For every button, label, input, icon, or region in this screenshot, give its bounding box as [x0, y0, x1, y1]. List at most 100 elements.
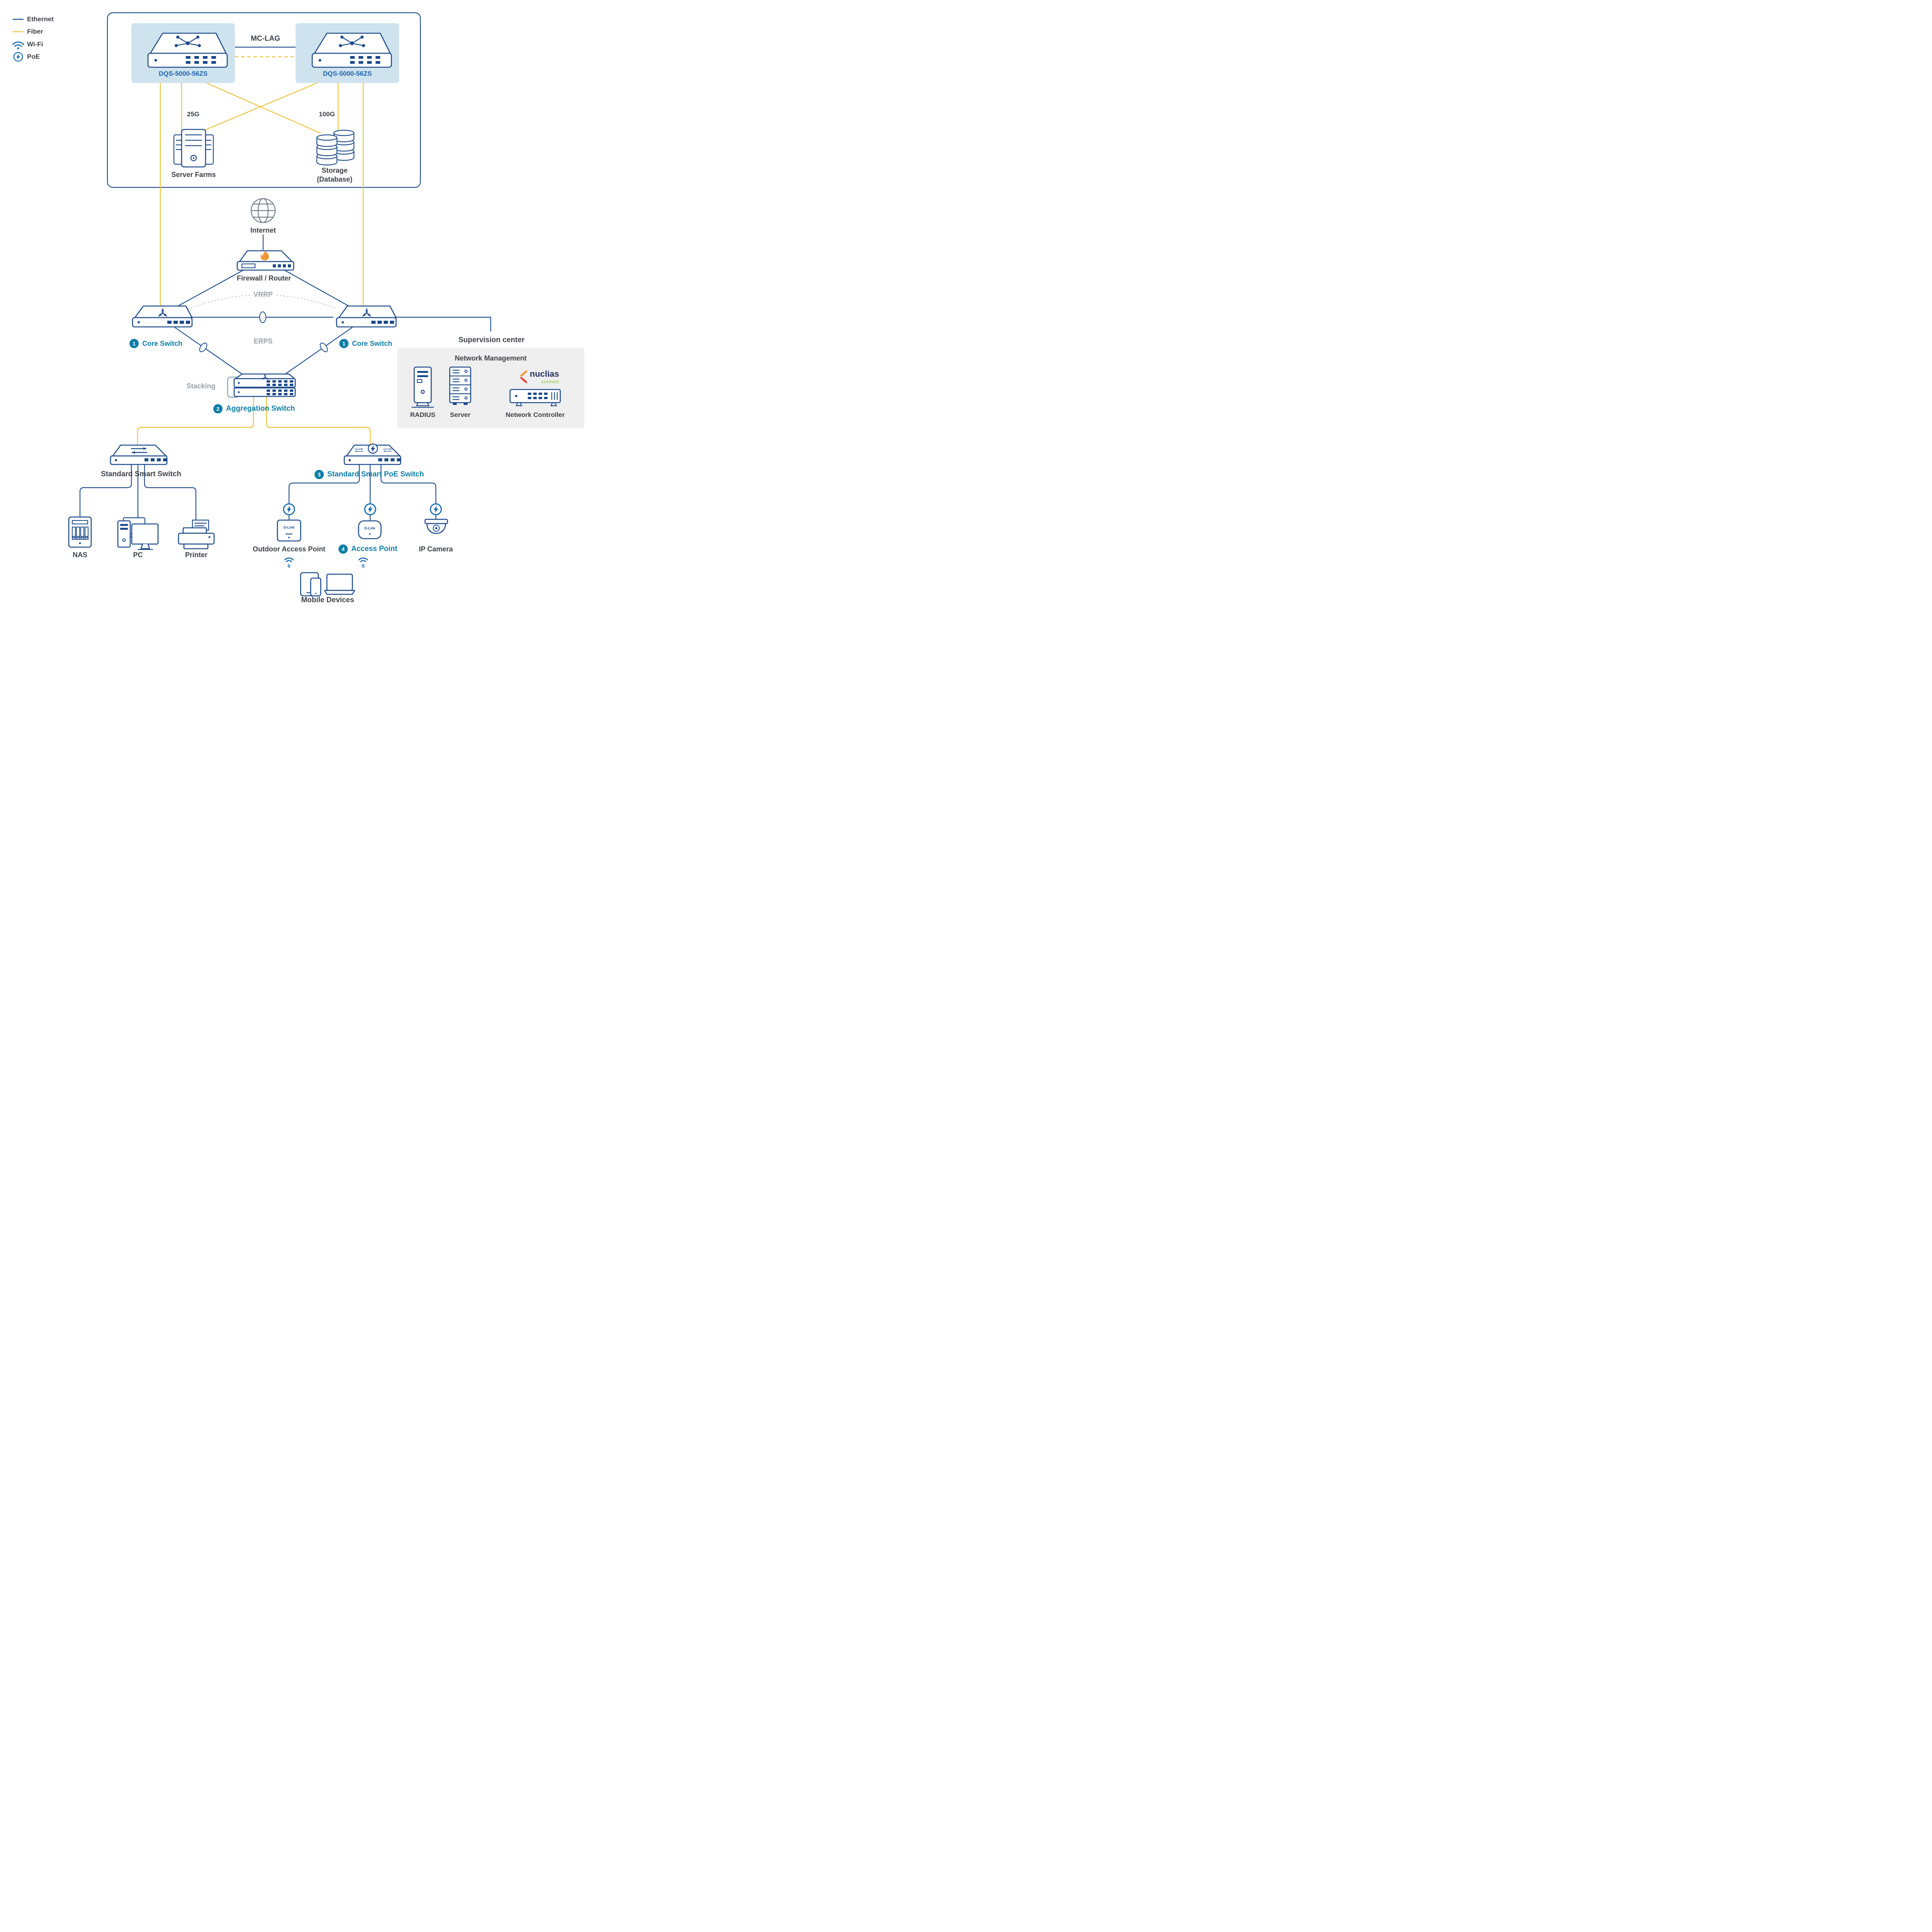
- link-switch-nas: [79, 464, 132, 519]
- fiber-right-to-servers: [197, 82, 317, 134]
- mobile-devices-icon: [300, 572, 355, 597]
- link-poe-outdoor-ap: [288, 464, 360, 522]
- legend-ethernet-label: Ethernet: [27, 15, 54, 23]
- supervision-center-label: Supervision center: [458, 336, 525, 344]
- server-farms-icon: [173, 129, 214, 168]
- outdoor-ap-label: Outdoor Access Point: [252, 545, 326, 553]
- outdoor-ap-icon: D-Link: [277, 519, 301, 542]
- spine-switch-right-label: DQS-5000-56ZS: [323, 70, 372, 77]
- nas-label: NAS: [72, 551, 88, 559]
- core-switch-left-caption: 1 Core Switch: [129, 339, 182, 348]
- nuclias-chevron-icon: [520, 370, 527, 383]
- ip-camera-icon: [424, 519, 448, 534]
- pc-icon: [117, 517, 159, 550]
- legend-wifi-label: Wi-Fi: [27, 40, 43, 48]
- spine-switch-right-icon: [311, 32, 392, 68]
- fiber-agg-to-smart-switch: [137, 396, 254, 445]
- poe-icon-ap: [364, 503, 376, 515]
- core-switch-right-icon: [337, 306, 396, 327]
- link-poe-camera: [380, 464, 437, 521]
- link-25g-label: 25G: [187, 110, 200, 118]
- network-topology-diagram: D-Link D-Link 6 6 Ethernet Fiber Wi-Fi P…: [0, 0, 604, 604]
- storage-label-line1: Storage: [321, 167, 348, 175]
- core-switch-left-label: Core Switch: [142, 339, 183, 347]
- firewall-icon: [236, 250, 294, 271]
- internet-icon: [250, 198, 276, 223]
- erps-ring-top: [259, 311, 266, 323]
- server-farms-label: Server Farms: [171, 171, 216, 179]
- mobile-devices-label: Mobile Devices: [301, 596, 354, 604]
- nuclias-logo: nuclias connect: [519, 369, 559, 384]
- link-core-left-agg: [174, 327, 247, 378]
- vrrp-label: VRRP: [250, 291, 276, 299]
- nuclias-brand-name: nuclias: [530, 369, 559, 379]
- poe-icon-camera: [430, 503, 442, 515]
- radius-server-icon: [411, 366, 434, 408]
- pc-label: PC: [133, 551, 143, 559]
- access-point-badge: 4: [338, 544, 348, 554]
- svg-text:D-Link: D-Link: [284, 526, 295, 529]
- aggregation-caption: 2 Aggregation Switch: [213, 404, 295, 413]
- network-controller-icon: [509, 389, 561, 406]
- core-left-badge: 1: [129, 339, 139, 348]
- radius-label: RADIUS: [410, 411, 435, 418]
- server-rack-icon: [449, 366, 471, 405]
- server-label: Server: [450, 411, 471, 418]
- legend-poe-icon: [13, 52, 23, 62]
- wifi6-icon-left: 6: [284, 557, 294, 569]
- nas-icon: [68, 516, 92, 548]
- link-firewall-core-left: [175, 270, 244, 308]
- nuclias-brand-sub: connect: [541, 378, 559, 384]
- mclag-label: MC-LAG: [251, 34, 280, 43]
- poe-icon-outdoor-ap: [283, 503, 295, 515]
- firewall-label: Firewall / Router: [236, 274, 291, 282]
- smart-switch-label: Standard Smart Switch: [101, 470, 181, 478]
- network-controller-label: Network Controller: [505, 411, 565, 418]
- storage-label-line2: (Database): [316, 175, 353, 184]
- erps-ring-left: [199, 342, 207, 352]
- erps-ring-right: [320, 342, 328, 352]
- core-switch-right-caption: 1 Core Switch: [339, 339, 392, 348]
- stacking-label: Stacking: [186, 382, 216, 390]
- spine-switch-left-icon: [147, 32, 228, 68]
- diagram-canvas: D-Link D-Link 6 6: [12, 12, 584, 597]
- ip-camera-label: IP Camera: [419, 545, 453, 553]
- svg-text:6: 6: [287, 563, 290, 569]
- core-switch-left-icon: [133, 306, 192, 327]
- link-firewall-core-right: [284, 270, 351, 308]
- aggregation-label: Aggregation Switch: [226, 405, 295, 413]
- erps-label: ERPS: [253, 337, 273, 345]
- printer-icon: [178, 519, 215, 549]
- svg-text:6: 6: [362, 563, 364, 569]
- internet-label: Internet: [250, 226, 276, 235]
- datacenter-box: [107, 12, 421, 188]
- legend-fiber-label: Fiber: [27, 27, 43, 35]
- storage-icon: [316, 129, 355, 166]
- aggregation-switch-icon: [227, 373, 296, 398]
- poe-switch-badge: 3: [315, 470, 324, 479]
- link-core-supervision: [396, 316, 492, 332]
- smart-switch-icon: [110, 444, 168, 465]
- poe-smart-switch-icon: [344, 443, 401, 465]
- poe-switch-label: Standard Smart PoE Switch: [327, 470, 424, 478]
- network-management-label: Network Management: [454, 354, 527, 362]
- wifi6-icon-right: 6: [358, 557, 368, 569]
- core-right-badge: 1: [339, 339, 349, 348]
- access-point-label: Access Point: [351, 545, 398, 553]
- link-core-right-agg: [281, 327, 353, 378]
- spine-switch-left-label: DQS-5000-56ZS: [158, 70, 208, 77]
- fiber-agg-to-poe-switch: [266, 396, 371, 445]
- link-switch-printer: [144, 464, 197, 522]
- legend-wifi-icon: [12, 41, 24, 50]
- poe-switch-caption: 3 Standard Smart PoE Switch: [315, 470, 424, 479]
- svg-text:D-Link: D-Link: [364, 526, 376, 530]
- core-switch-right-label: Core Switch: [352, 339, 393, 347]
- access-point-icon: D-Link: [358, 520, 382, 539]
- link-100g-label: 100G: [319, 110, 335, 118]
- aggregation-badge: 2: [213, 404, 223, 413]
- supervision-panel: [397, 348, 584, 428]
- printer-label: Printer: [185, 551, 208, 559]
- fiber-left-to-storage: [206, 82, 321, 134]
- legend-poe-label: PoE: [27, 53, 40, 60]
- access-point-caption: 4 Access Point: [338, 544, 397, 554]
